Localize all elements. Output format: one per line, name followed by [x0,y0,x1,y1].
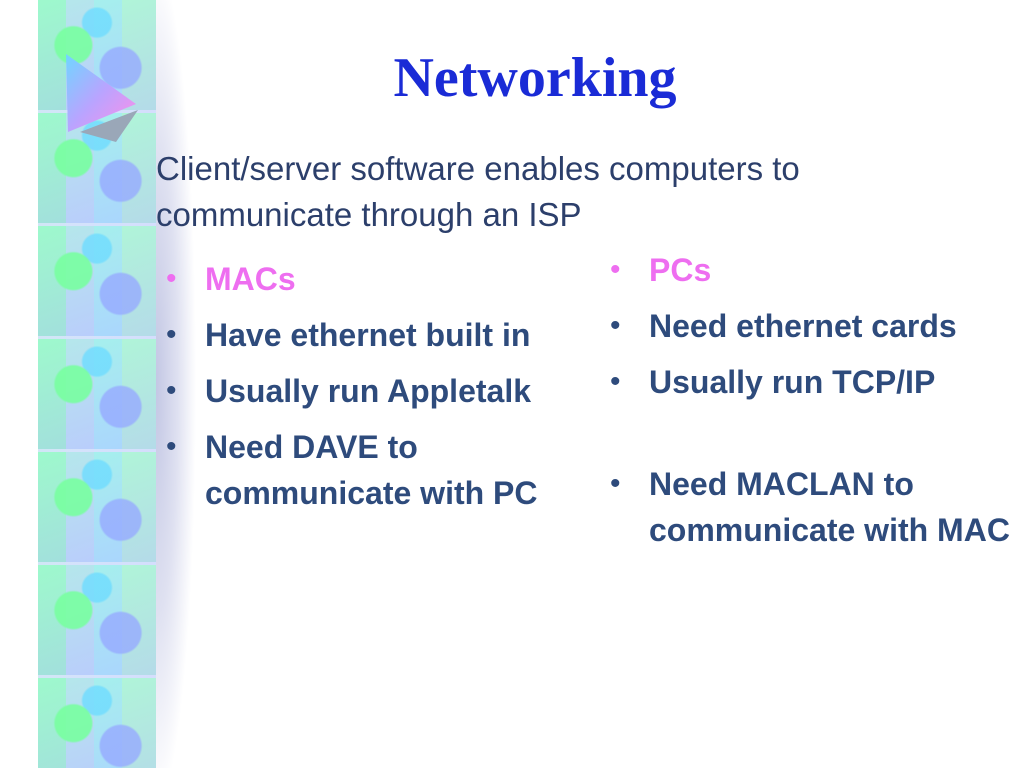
macs-heading: MACs [160,256,580,302]
list-item: Need MACLAN to communicate with MAC [604,461,1024,553]
pcs-column: PCs Need ethernet cards Usually run TCP/… [604,247,1024,563]
slide-subtitle: Client/server software enables computers… [156,150,800,233]
list-item: Have ethernet built in [160,312,580,358]
list-item: Usually run TCP/IP [604,359,1024,405]
slide-title: Networking [393,47,677,109]
list-item: Usually run Appletalk [160,368,580,414]
list-item: Need ethernet cards [604,303,1024,349]
pcs-heading: PCs [604,247,1024,293]
triangle-arrow-icon [66,54,138,142]
macs-column: MACs Have ethernet built in Usually run … [160,256,580,526]
list-item: Need DAVE to communicate with PC [160,424,580,516]
